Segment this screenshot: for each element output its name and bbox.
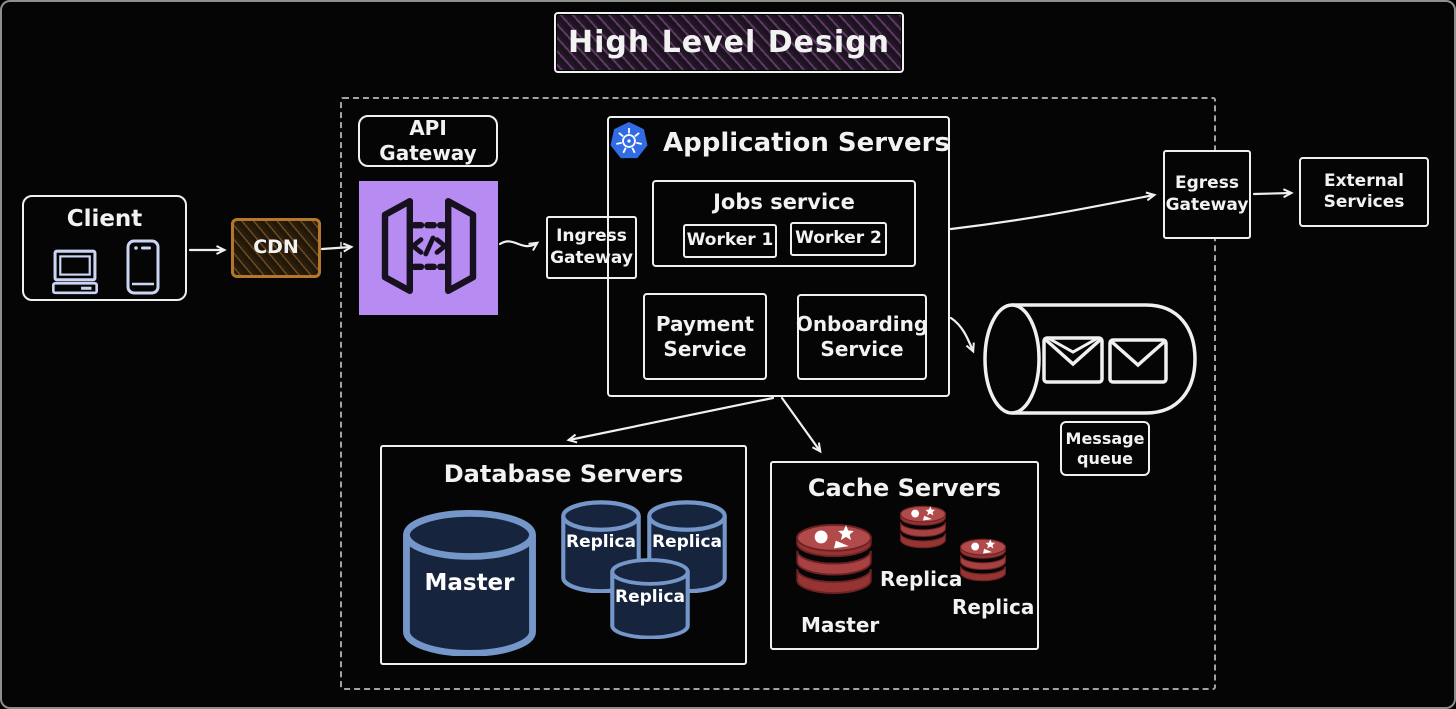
aws-api-gateway-icon (373, 190, 485, 306)
client-node: Client (22, 195, 187, 301)
message-queue-label-box: Message queue (1060, 421, 1150, 476)
desktop-computer-icon (49, 249, 101, 299)
envelope-icon (1108, 338, 1168, 384)
cache-servers-title: Cache Servers (807, 474, 1002, 502)
api-gateway-label-box: API Gateway (358, 115, 498, 167)
worker-2-node: Worker 2 (790, 222, 887, 256)
db-replica-label: Replica (566, 532, 636, 552)
ingress-gateway-node: Ingress Gateway (546, 216, 637, 279)
worker-2-label: Worker 2 (795, 228, 882, 249)
external-services-label: External Services (1323, 170, 1405, 212)
cache-replica-label: Replica (880, 567, 963, 591)
db-replica-cylinder: Replica (560, 499, 642, 593)
message-queue-node (974, 300, 1200, 418)
diagram-title: High Level Design (568, 24, 890, 60)
kubernetes-icon (609, 121, 649, 165)
redis-replica-icon (955, 535, 1011, 589)
smartphone-icon (125, 239, 161, 299)
ingress-gateway-label: Ingress Gateway (550, 226, 633, 268)
application-servers-title: Application Servers (663, 128, 950, 158)
cache-replica-label: Replica (952, 595, 1035, 619)
diagram-title-box: High Level Design (554, 12, 904, 73)
api-gateway-node (359, 181, 498, 315)
db-master-cylinder: Master (401, 508, 538, 656)
cdn-label: CDN (253, 236, 299, 259)
message-queue-label: Message queue (1065, 428, 1145, 468)
cdn-node: CDN (231, 218, 321, 278)
arrow-egress-to-external (1252, 188, 1294, 199)
database-servers-title: Database Servers (443, 460, 684, 488)
api-gateway-label: API Gateway (379, 116, 477, 165)
redis-replica-icon (895, 500, 951, 558)
db-master-label: Master (424, 570, 515, 596)
jobs-service-title: Jobs service (713, 190, 855, 214)
cache-servers-node: Cache Servers (770, 461, 1039, 650)
redis-master-icon (788, 515, 880, 607)
envelope-icon (1042, 336, 1104, 384)
client-label: Client (66, 206, 143, 232)
payment-service-label: Payment Service (655, 311, 755, 361)
db-replica-label: Replica (615, 587, 685, 607)
egress-gateway-node: Egress Gateway (1163, 150, 1251, 239)
jobs-service-node: Jobs service (652, 180, 916, 267)
application-servers-node (607, 116, 950, 397)
cache-master-label: Master (801, 613, 880, 637)
db-replica-label: Replica (652, 532, 722, 552)
worker-1-node: Worker 1 (683, 224, 777, 258)
payment-service-node: Payment Service (643, 293, 767, 380)
infrastructure-boundary (340, 97, 1216, 690)
external-services-node: External Services (1299, 157, 1429, 227)
onboarding-service-label: Onboarding Service (795, 312, 929, 361)
worker-1-label: Worker 1 (686, 230, 774, 251)
db-replica-cylinder: Replica (609, 557, 691, 639)
onboarding-service-node: Onboarding Service (795, 294, 929, 380)
db-replica-cylinder: Replica (646, 499, 728, 593)
egress-gateway-label: Egress Gateway (1165, 173, 1249, 215)
database-servers-node: Database Servers (380, 445, 747, 665)
